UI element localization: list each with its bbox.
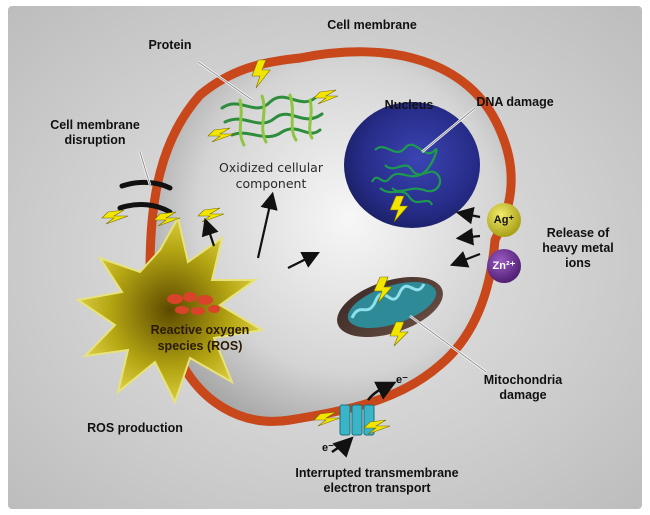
ros-label: Reactive oxygen species (ROS)	[150, 323, 250, 353]
zinc-ion-label: Zn²⁺	[492, 260, 516, 272]
zinc-ion-icon	[487, 249, 521, 283]
nucleus-label: Nucleus	[384, 98, 434, 112]
protein-icon	[220, 93, 324, 147]
lightning-bolts-icon	[101, 59, 409, 435]
dna-damage-label: DNA damage	[476, 95, 554, 109]
mitochondria-damage-label: Mitochondria damage	[483, 373, 563, 402]
membrane-channel-icon	[331, 381, 397, 458]
electron-out-label: e⁻	[396, 374, 408, 386]
process-arrows	[201, 191, 481, 269]
dna-icon	[371, 143, 442, 206]
ros-starburst-shape	[75, 215, 265, 405]
ros-production-label: ROS production	[87, 421, 183, 435]
electron-transport-label: Interrupted transmembrane electron trans…	[295, 466, 459, 495]
oxidized-component-label: Oxidized cellular component	[219, 160, 323, 191]
protein-label: Protein	[148, 38, 192, 52]
release-ions-label: Release of heavy metal ions	[542, 226, 614, 270]
cell-membrane-disruption-label: Cell membrane disruption	[50, 118, 140, 147]
ros-particles-icon	[167, 292, 220, 315]
electron-in-label: e⁻	[322, 442, 334, 454]
cell-membrane-label: Cell membrane	[327, 18, 417, 32]
silver-ion-icon	[487, 203, 521, 237]
silver-ion-label: Ag⁺	[493, 214, 515, 226]
